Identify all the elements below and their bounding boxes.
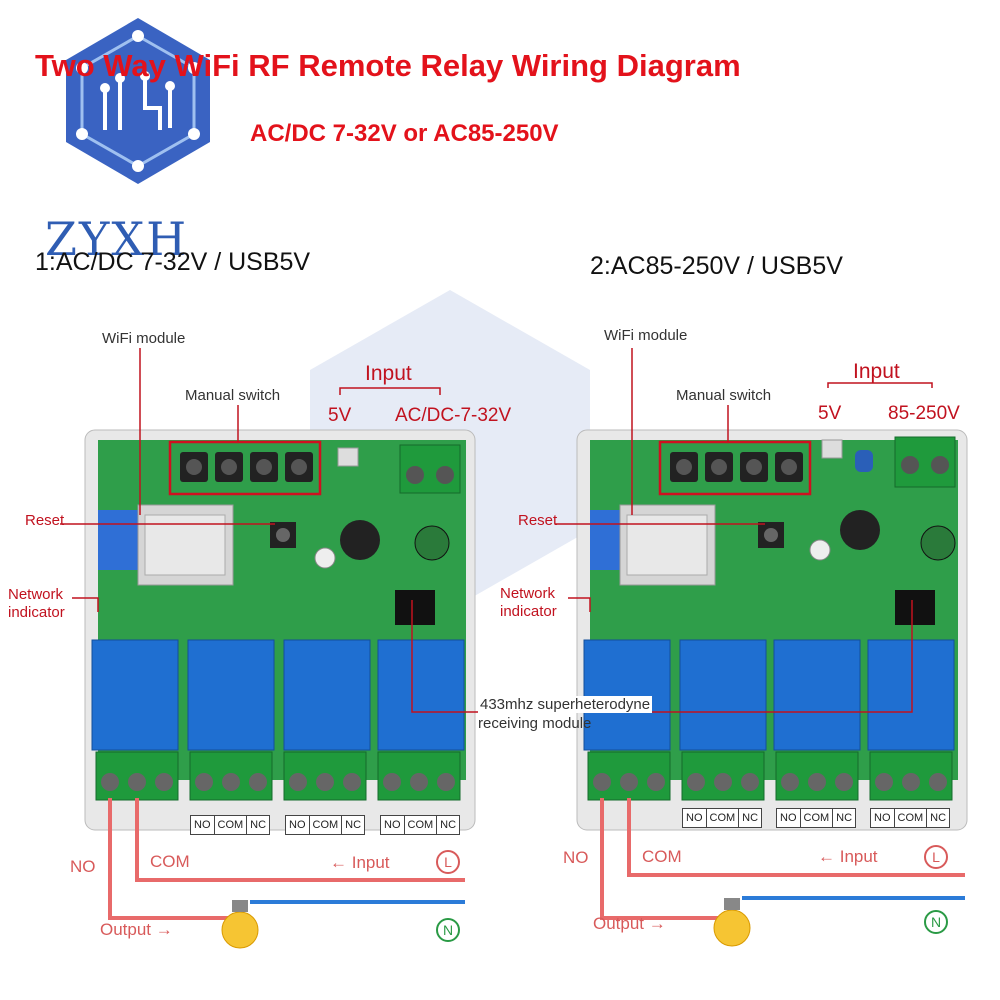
terminal-nc: NC <box>930 812 947 824</box>
terminal-no: NO <box>191 816 215 834</box>
terminal-nc: NC <box>440 819 457 831</box>
left-wifi-module-label: WiFi module <box>102 330 186 347</box>
terminal-no: NO <box>777 809 801 827</box>
right-network-label: Network <box>500 585 556 602</box>
page-subtitle: AC/DC 7-32V or AC85-250V <box>250 120 559 147</box>
right-reset-label: Reset <box>518 512 558 529</box>
terminal-nc: NC <box>345 819 362 831</box>
right-output-wire-label: Output → <box>593 914 666 933</box>
right-no-wire-label: NO <box>563 848 589 867</box>
right-board <box>576 429 968 831</box>
left-board <box>84 429 476 831</box>
left-reset-label: Reset <box>25 512 65 529</box>
right-heading: 2:AC85-250V / USB5V <box>590 252 843 280</box>
left-network-label: Network <box>8 586 64 603</box>
terminal-no: NO <box>286 816 310 834</box>
right-wifi-module-label: WiFi module <box>604 327 688 344</box>
right-com-wire-label: COM <box>642 847 682 866</box>
left-vin-label: AC/DC-7-32V <box>395 405 512 426</box>
left-indicator-label: indicator <box>8 604 65 621</box>
terminal-com: COM <box>310 816 343 834</box>
left-output-wire-label: Output → <box>100 920 173 939</box>
left-5v-label: 5V <box>328 405 352 426</box>
terminal-no: NO <box>381 816 405 834</box>
terminal-com: COM <box>895 809 928 827</box>
right-input-wire-label: ← Input <box>818 847 878 866</box>
right-manual-switch-label: Manual switch <box>676 387 772 404</box>
right-indicator-label: indicator <box>500 603 557 620</box>
left-input-label: Input <box>365 362 412 385</box>
terminal-com: COM <box>801 809 834 827</box>
right-wiring <box>600 798 965 947</box>
left-com-wire-label: COM <box>150 852 190 871</box>
rf-module-label-line2: receiving module <box>478 715 592 732</box>
left-neutral-icon: N <box>436 918 460 942</box>
page-title: Two Way WiFi RF Remote Relay Wiring Diag… <box>35 48 741 83</box>
terminal-com: COM <box>405 816 438 834</box>
brand-logo-icon <box>66 18 210 184</box>
terminal-com: COM <box>215 816 248 834</box>
left-input-wire-label: ← Input <box>330 853 390 872</box>
terminal-nc: NC <box>836 812 853 824</box>
left-manual-switch-label: Manual switch <box>185 387 281 404</box>
terminal-nc: NC <box>250 819 267 831</box>
terminal-no: NO <box>683 809 707 827</box>
left-heading: 1:AC/DC 7-32V / USB5V <box>35 248 311 276</box>
annotation-leaders <box>60 348 933 713</box>
right-input-label: Input <box>853 360 900 383</box>
terminal-com: COM <box>707 809 740 827</box>
left-live-icon: L <box>436 850 460 874</box>
rf-module-label-line1: 433mhz superheterodyne <box>478 696 653 713</box>
brand-name: ZYXH <box>45 212 189 266</box>
right-live-icon: L <box>924 845 948 869</box>
left-wiring <box>108 798 465 949</box>
right-vin-label: 85-250V <box>888 403 960 424</box>
right-neutral-icon: N <box>924 910 948 934</box>
left-no-wire-label: NO <box>70 857 96 876</box>
terminal-nc: NC <box>742 812 759 824</box>
right-5v-label: 5V <box>818 403 842 424</box>
terminal-no: NO <box>871 809 895 827</box>
